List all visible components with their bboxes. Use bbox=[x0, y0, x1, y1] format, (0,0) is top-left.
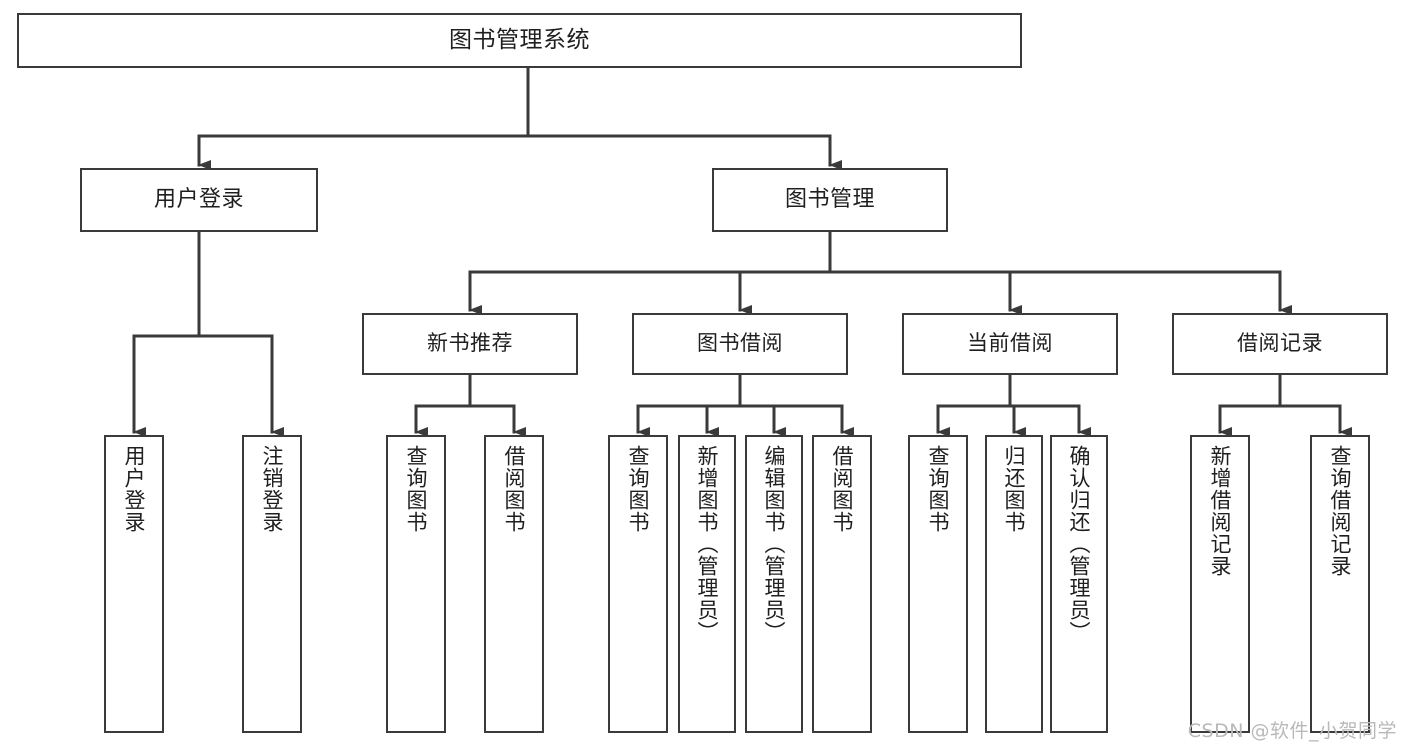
node-label: 当前借阅 bbox=[967, 331, 1053, 356]
node-leaf-query-book-2[interactable]: 查询图书 bbox=[608, 435, 668, 733]
node-leaf-add-borrow-record[interactable]: 新增借阅记录 bbox=[1190, 435, 1250, 733]
node-book-borrow[interactable]: 图书借阅 bbox=[632, 313, 848, 375]
node-user-login[interactable]: 用户登录 bbox=[80, 168, 318, 232]
node-leaf-logout-login[interactable]: 注销登录 bbox=[242, 435, 302, 733]
node-label: 借阅图书 bbox=[830, 445, 855, 533]
node-label: 图书管理系统 bbox=[449, 26, 590, 53]
node-root-system[interactable]: 图书管理系统 bbox=[17, 13, 1022, 68]
node-leaf-return-book[interactable]: 归还图书 bbox=[985, 435, 1043, 733]
node-label: 图书借阅 bbox=[697, 331, 783, 356]
node-label: 用户登录 bbox=[153, 186, 244, 212]
node-leaf-user-login[interactable]: 用户登录 bbox=[104, 435, 164, 733]
node-label: 查询图书 bbox=[404, 445, 429, 533]
node-leaf-confirm-return[interactable]: 确认归还（管理员） bbox=[1050, 435, 1108, 733]
node-label: 图书管理 bbox=[784, 186, 875, 212]
node-label: 编辑图书（管理员） bbox=[762, 445, 787, 643]
node-leaf-query-book-3[interactable]: 查询图书 bbox=[908, 435, 968, 733]
node-leaf-query-borrow-record[interactable]: 查询借阅记录 bbox=[1310, 435, 1370, 733]
node-label: 查询借阅记录 bbox=[1328, 445, 1353, 577]
node-label: 借阅图书 bbox=[502, 445, 527, 533]
node-label: 确认归还（管理员） bbox=[1067, 445, 1092, 643]
node-current-borrow[interactable]: 当前借阅 bbox=[902, 313, 1118, 375]
node-label: 新增图书（管理员） bbox=[695, 445, 720, 643]
node-new-book-recommend[interactable]: 新书推荐 bbox=[362, 313, 578, 375]
node-borrow-record[interactable]: 借阅记录 bbox=[1172, 313, 1388, 375]
node-leaf-query-book-1[interactable]: 查询图书 bbox=[386, 435, 446, 733]
node-label: 新书推荐 bbox=[427, 331, 513, 356]
node-leaf-edit-book[interactable]: 编辑图书（管理员） bbox=[745, 435, 803, 733]
node-label: 借阅记录 bbox=[1237, 331, 1323, 356]
node-leaf-add-book[interactable]: 新增图书（管理员） bbox=[678, 435, 736, 733]
node-label: 查询图书 bbox=[926, 445, 951, 533]
node-leaf-borrow-book-1[interactable]: 借阅图书 bbox=[484, 435, 544, 733]
node-label: 用户登录 bbox=[122, 445, 147, 533]
node-leaf-borrow-book-2[interactable]: 借阅图书 bbox=[812, 435, 872, 733]
node-label: 归还图书 bbox=[1002, 445, 1027, 533]
node-label: 注销登录 bbox=[260, 445, 285, 533]
node-book-manage[interactable]: 图书管理 bbox=[712, 168, 948, 232]
node-label: 查询图书 bbox=[626, 445, 651, 533]
node-label: 新增借阅记录 bbox=[1208, 445, 1233, 577]
